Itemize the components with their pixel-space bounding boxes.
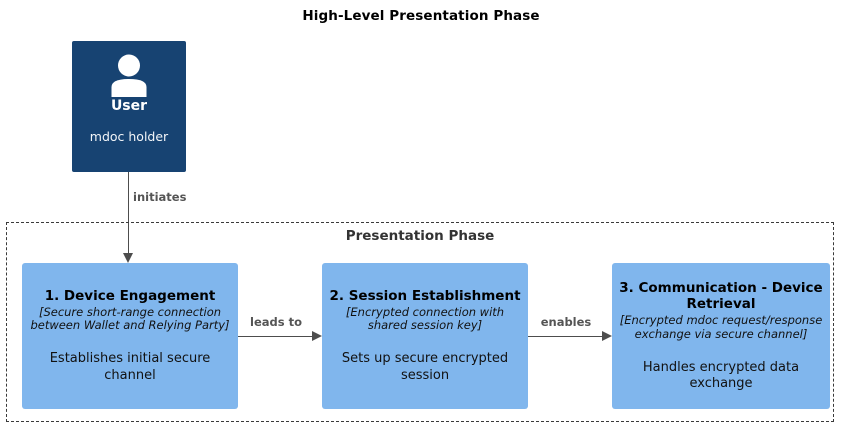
connector-label-enables: enables: [540, 315, 592, 329]
connector-leads-to-line: [238, 336, 314, 337]
step-box-device-engagement[interactable]: 1. Device Engagement [Secure short-range…: [22, 263, 238, 409]
connector-label-initiates: initiates: [133, 190, 187, 204]
step-title: 3. Communication - Device Retrieval: [619, 279, 823, 313]
step-title: 2. Session Establishment: [329, 288, 521, 305]
presentation-phase-container: [6, 222, 834, 422]
node-user-subtitle: mdoc holder: [89, 129, 169, 144]
connector-enables-line: [528, 336, 604, 337]
connector-enables-arrowhead: [602, 331, 612, 341]
presentation-phase-title: Presentation Phase: [345, 228, 495, 244]
connector-initiates-arrowhead: [123, 253, 133, 263]
step-description: Handles encrypted data exchange: [642, 359, 800, 391]
step-description: Establishes initial secure channel: [49, 351, 211, 383]
step-note: [Encrypted connection with shared sessio…: [345, 304, 505, 333]
connector-leads-to-arrowhead: [312, 331, 322, 341]
step-box-communication-device-retrieval[interactable]: 3. Communication - Device Retrieval [Enc…: [612, 263, 830, 409]
step-description: Sets up secure encrypted session: [341, 351, 509, 383]
step-title: 1. Device Engagement: [44, 288, 216, 305]
step-box-session-establishment[interactable]: 2. Session Establishment [Encrypted conn…: [322, 263, 528, 409]
user-person-icon: [107, 52, 151, 97]
connector-label-leads-to: leads to: [250, 315, 302, 329]
step-note: [Encrypted mdoc request/response exchang…: [619, 312, 823, 341]
node-user[interactable]: User mdoc holder: [72, 41, 186, 172]
step-note: [Secure short-range connection between W…: [30, 304, 230, 333]
connector-initiates-line: [128, 172, 129, 256]
node-user-name: User: [110, 98, 148, 114]
page-title: High-Level Presentation Phase: [302, 8, 540, 24]
